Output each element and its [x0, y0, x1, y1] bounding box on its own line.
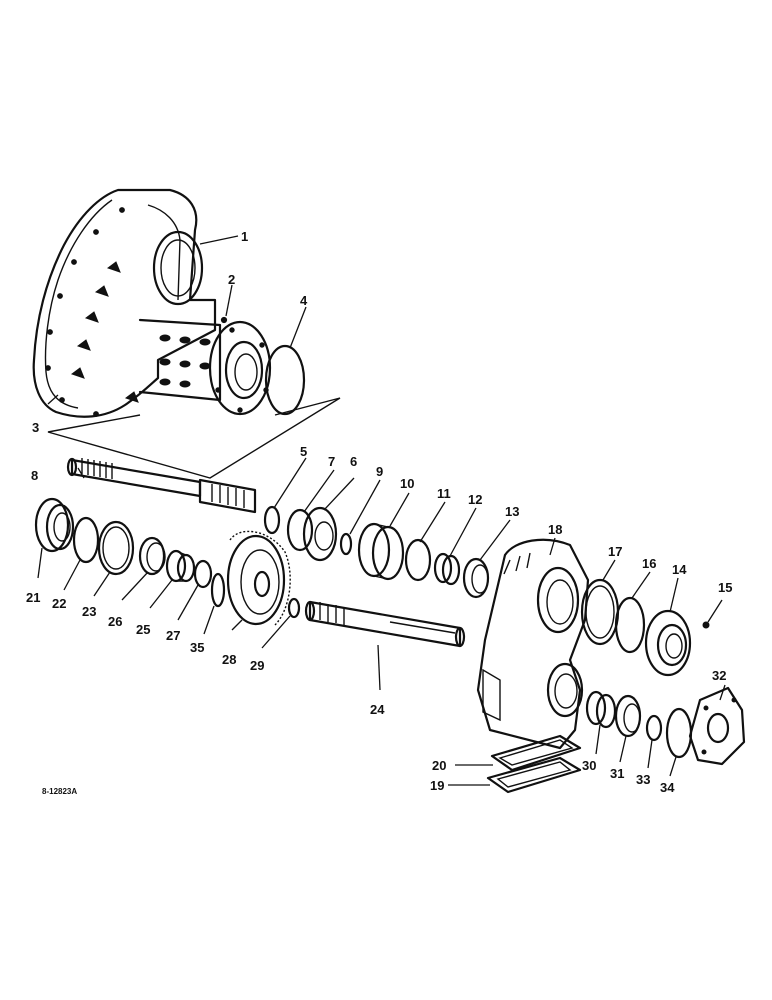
washer-27 — [193, 559, 213, 589]
seal-21 — [34, 497, 75, 553]
callout-18: 18 — [548, 522, 562, 537]
bearing-cone-25 — [165, 549, 196, 583]
callout-27: 27 — [166, 628, 180, 643]
input-shaft-8 — [66, 457, 257, 514]
callout-14: 14 — [672, 562, 687, 577]
callout-25: 25 — [136, 622, 150, 637]
gasket-23 — [97, 520, 135, 576]
alignment-lines — [47, 397, 341, 479]
callout-20: 20 — [432, 758, 446, 773]
plug-2 — [220, 316, 228, 324]
ring-22 — [72, 516, 100, 564]
callout-23: 23 — [82, 604, 96, 619]
callout-21: 21 — [26, 590, 40, 605]
callout-28: 28 — [222, 652, 236, 667]
callout-24: 24 — [370, 702, 385, 717]
o-ring-4 — [264, 344, 306, 416]
bearing-cage-14 — [644, 609, 692, 677]
bearing-12 — [433, 552, 461, 586]
washer-11 — [404, 538, 432, 582]
callout-19: 19 — [430, 778, 444, 793]
cap-32 — [688, 686, 746, 766]
callout-16: 16 — [642, 556, 656, 571]
snap-ring-9 — [339, 532, 353, 556]
callout-26: 26 — [108, 614, 122, 629]
transfer-case-18 — [476, 538, 590, 750]
callout-9: 9 — [376, 464, 383, 479]
callout-13: 13 — [505, 504, 519, 519]
callout-5: 5 — [300, 444, 307, 459]
bearing-cup-31 — [614, 694, 642, 738]
snap-ring-33 — [645, 714, 663, 742]
gasket-19 — [486, 756, 582, 794]
callout-1: 1 — [241, 229, 248, 244]
gear-28 — [226, 530, 291, 626]
output-shaft-24 — [304, 600, 466, 648]
o-ring-34 — [665, 707, 693, 759]
callout-17: 17 — [608, 544, 622, 559]
plug-15 — [702, 621, 710, 629]
callout-12: 12 — [468, 492, 482, 507]
callout-10: 10 — [400, 476, 414, 491]
callout-numbers: 1 2 3 4 5 6 7 8 9 10 11 12 13 14 15 16 1… — [26, 229, 732, 795]
callout-3: 3 — [32, 420, 39, 435]
callout-34: 34 — [660, 780, 675, 795]
gasket-17 — [580, 578, 620, 646]
callout-2: 2 — [228, 272, 235, 287]
callout-6: 6 — [350, 454, 357, 469]
callout-29: 29 — [250, 658, 264, 673]
bearing-cup-26 — [138, 536, 166, 576]
callout-4: 4 — [300, 293, 308, 308]
snap-ring-29 — [287, 597, 301, 619]
callout-30: 30 — [582, 758, 596, 773]
main-housing — [32, 188, 272, 418]
callout-35: 35 — [190, 640, 204, 655]
callout-31: 31 — [610, 766, 624, 781]
shim-7 — [286, 508, 314, 552]
callout-22: 22 — [52, 596, 66, 611]
callout-leaders — [37, 235, 726, 786]
bearing-30 — [585, 690, 617, 729]
bearing-cage-6 — [302, 506, 338, 562]
callout-15: 15 — [718, 580, 732, 595]
callout-11: 11 — [437, 486, 451, 501]
ring-5 — [263, 505, 281, 535]
callout-33: 33 — [636, 772, 650, 787]
callout-7: 7 — [328, 454, 335, 469]
gear-10 — [357, 522, 405, 581]
spacer-35 — [210, 572, 226, 608]
o-ring-16 — [614, 596, 646, 654]
cover-20 — [490, 734, 582, 772]
bearing-cup-13 — [462, 557, 490, 599]
callout-8: 8 — [31, 468, 38, 483]
drawing-reference: 8-12823A — [42, 787, 77, 796]
callout-32: 32 — [712, 668, 726, 683]
